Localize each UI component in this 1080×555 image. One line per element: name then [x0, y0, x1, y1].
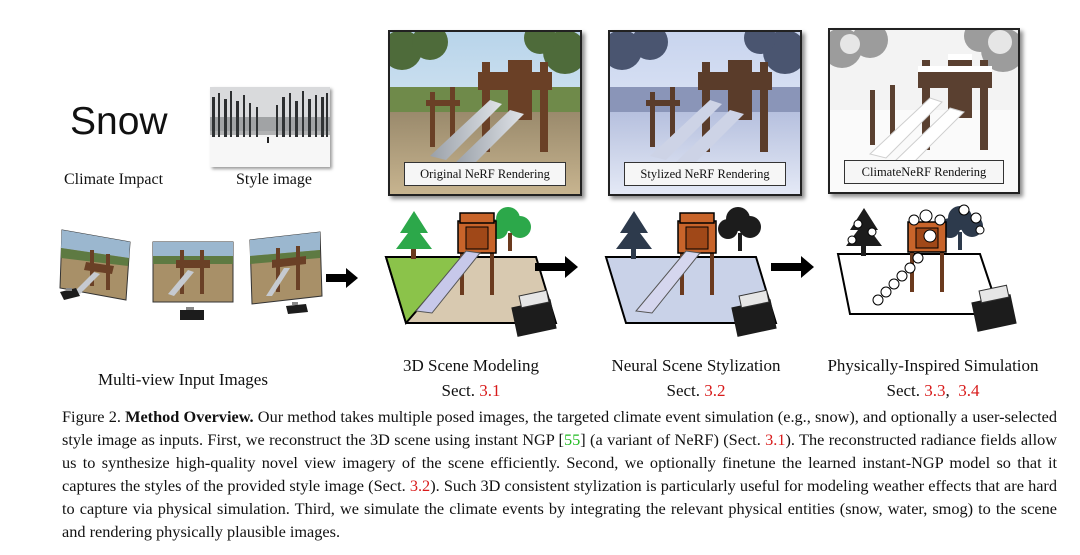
- scene-stylization-diagram: [600, 205, 810, 340]
- sect-prefix: Sect.: [441, 381, 476, 400]
- stylized-nerf-caption: Stylized NeRF Rendering: [624, 162, 786, 186]
- section-ref-3-1[interactable]: 3.1: [479, 381, 501, 400]
- figure-caption: Figure 2. Method Overview. Our method ta…: [62, 405, 1057, 543]
- section-ref-3-3[interactable]: 3.3: [924, 381, 946, 400]
- climate-nerf-rendering: ClimateNeRF Rendering: [828, 28, 1020, 194]
- caption-bold-title: Method Overview.: [125, 407, 254, 426]
- ref-separator: ,: [945, 381, 950, 400]
- caption-ref-3-2[interactable]: 3.2: [409, 476, 431, 495]
- scene-stylization-sect: Sect. 3.2: [596, 381, 796, 401]
- stylized-nerf-rendering: Stylized NeRF Rendering: [608, 30, 802, 196]
- multi-view-input-images: [50, 222, 360, 332]
- caption-ref-3-1[interactable]: 3.1: [765, 430, 786, 449]
- original-nerf-caption: Original NeRF Rendering: [404, 162, 566, 186]
- sect-prefix: Sect.: [886, 381, 921, 400]
- scene-modeling-diagram: [380, 205, 590, 340]
- sect-prefix: Sect.: [666, 381, 701, 400]
- physical-simulation-diagram: [830, 202, 1040, 342]
- section-ref-3-2[interactable]: 3.2: [704, 381, 726, 400]
- snow-label: Snow: [70, 100, 168, 143]
- scene-modeling-title: 3D Scene Modeling: [403, 356, 539, 375]
- arrow-2: [535, 255, 579, 279]
- style-image-label: Style image: [236, 171, 312, 188]
- physical-simulation-title: Physically-Inspired Simulation: [827, 356, 1039, 375]
- citation-55[interactable]: 55: [563, 430, 581, 449]
- physical-simulation-sect: Sect. 3.3, 3.4: [810, 381, 1056, 401]
- caption-text-4: ). Such 3D consistent stylization is par…: [62, 476, 1057, 541]
- climate-impact-label: Climate Impact: [64, 171, 164, 188]
- original-nerf-rendering: Original NeRF Rendering: [388, 30, 582, 196]
- climate-nerf-caption: ClimateNeRF Rendering: [844, 160, 1004, 184]
- section-ref-3-4[interactable]: 3.4: [958, 381, 980, 400]
- caption-prefix: Figure 2.: [62, 407, 121, 426]
- caption-text-2: ] (a variant of NeRF) (Sect.: [580, 430, 766, 449]
- caption-text-1: Our method takes multiple posed images, …: [62, 407, 1057, 449]
- scene-modeling-sect: Sect. 3.1: [384, 381, 558, 401]
- caption-text-3: ). The reconstructed radiance fields all…: [62, 430, 1057, 495]
- input-images-label: Multi-view Input Images: [98, 370, 268, 389]
- arrow-3: [771, 255, 815, 279]
- style-image: [210, 87, 330, 167]
- scene-stylization-title: Neural Scene Stylization: [611, 356, 781, 375]
